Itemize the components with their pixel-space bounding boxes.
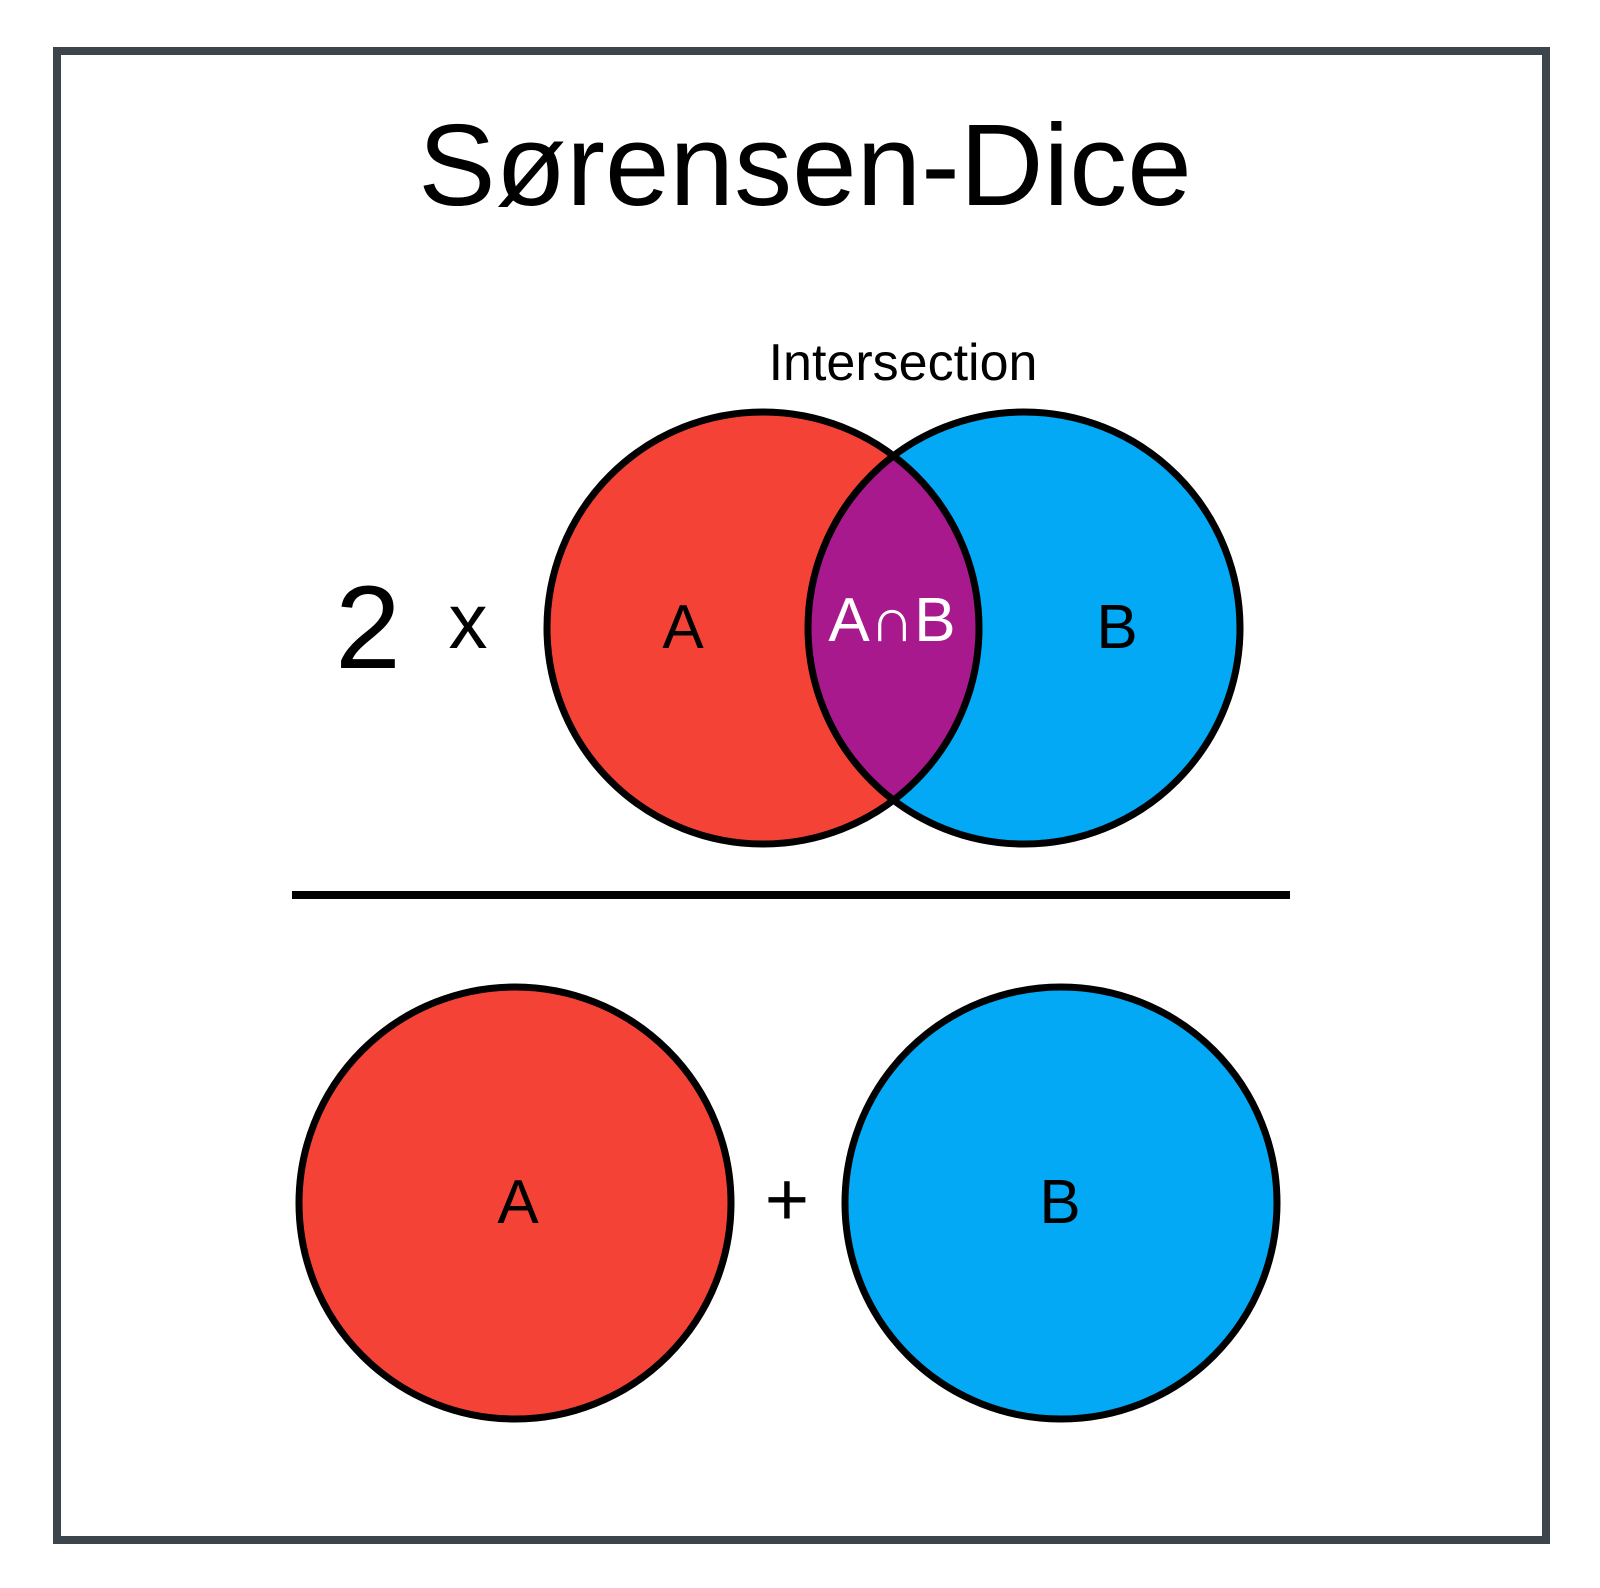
multiplier-two: 2 bbox=[335, 562, 401, 694]
venn-intersection-region bbox=[808, 412, 979, 844]
venn-intersection-label: A∩B bbox=[828, 586, 955, 655]
diagram-title: Sørensen-Dice bbox=[418, 100, 1192, 230]
venn-set-a-label: A bbox=[662, 593, 704, 662]
venn-set-a-outline bbox=[543, 408, 983, 848]
venn-set-b-label: B bbox=[1096, 593, 1137, 662]
venn-set-b-outline bbox=[804, 408, 1244, 848]
denominator-set-a-circle bbox=[295, 983, 735, 1423]
plus-symbol: + bbox=[765, 1157, 809, 1242]
times-symbol: x bbox=[449, 577, 488, 665]
denominator-set-a-label: A bbox=[497, 1168, 539, 1237]
intersection-caption: Intersection bbox=[769, 334, 1038, 392]
denominator-set-b-circle bbox=[841, 983, 1281, 1423]
denominator-set-b-label: B bbox=[1039, 1168, 1080, 1237]
